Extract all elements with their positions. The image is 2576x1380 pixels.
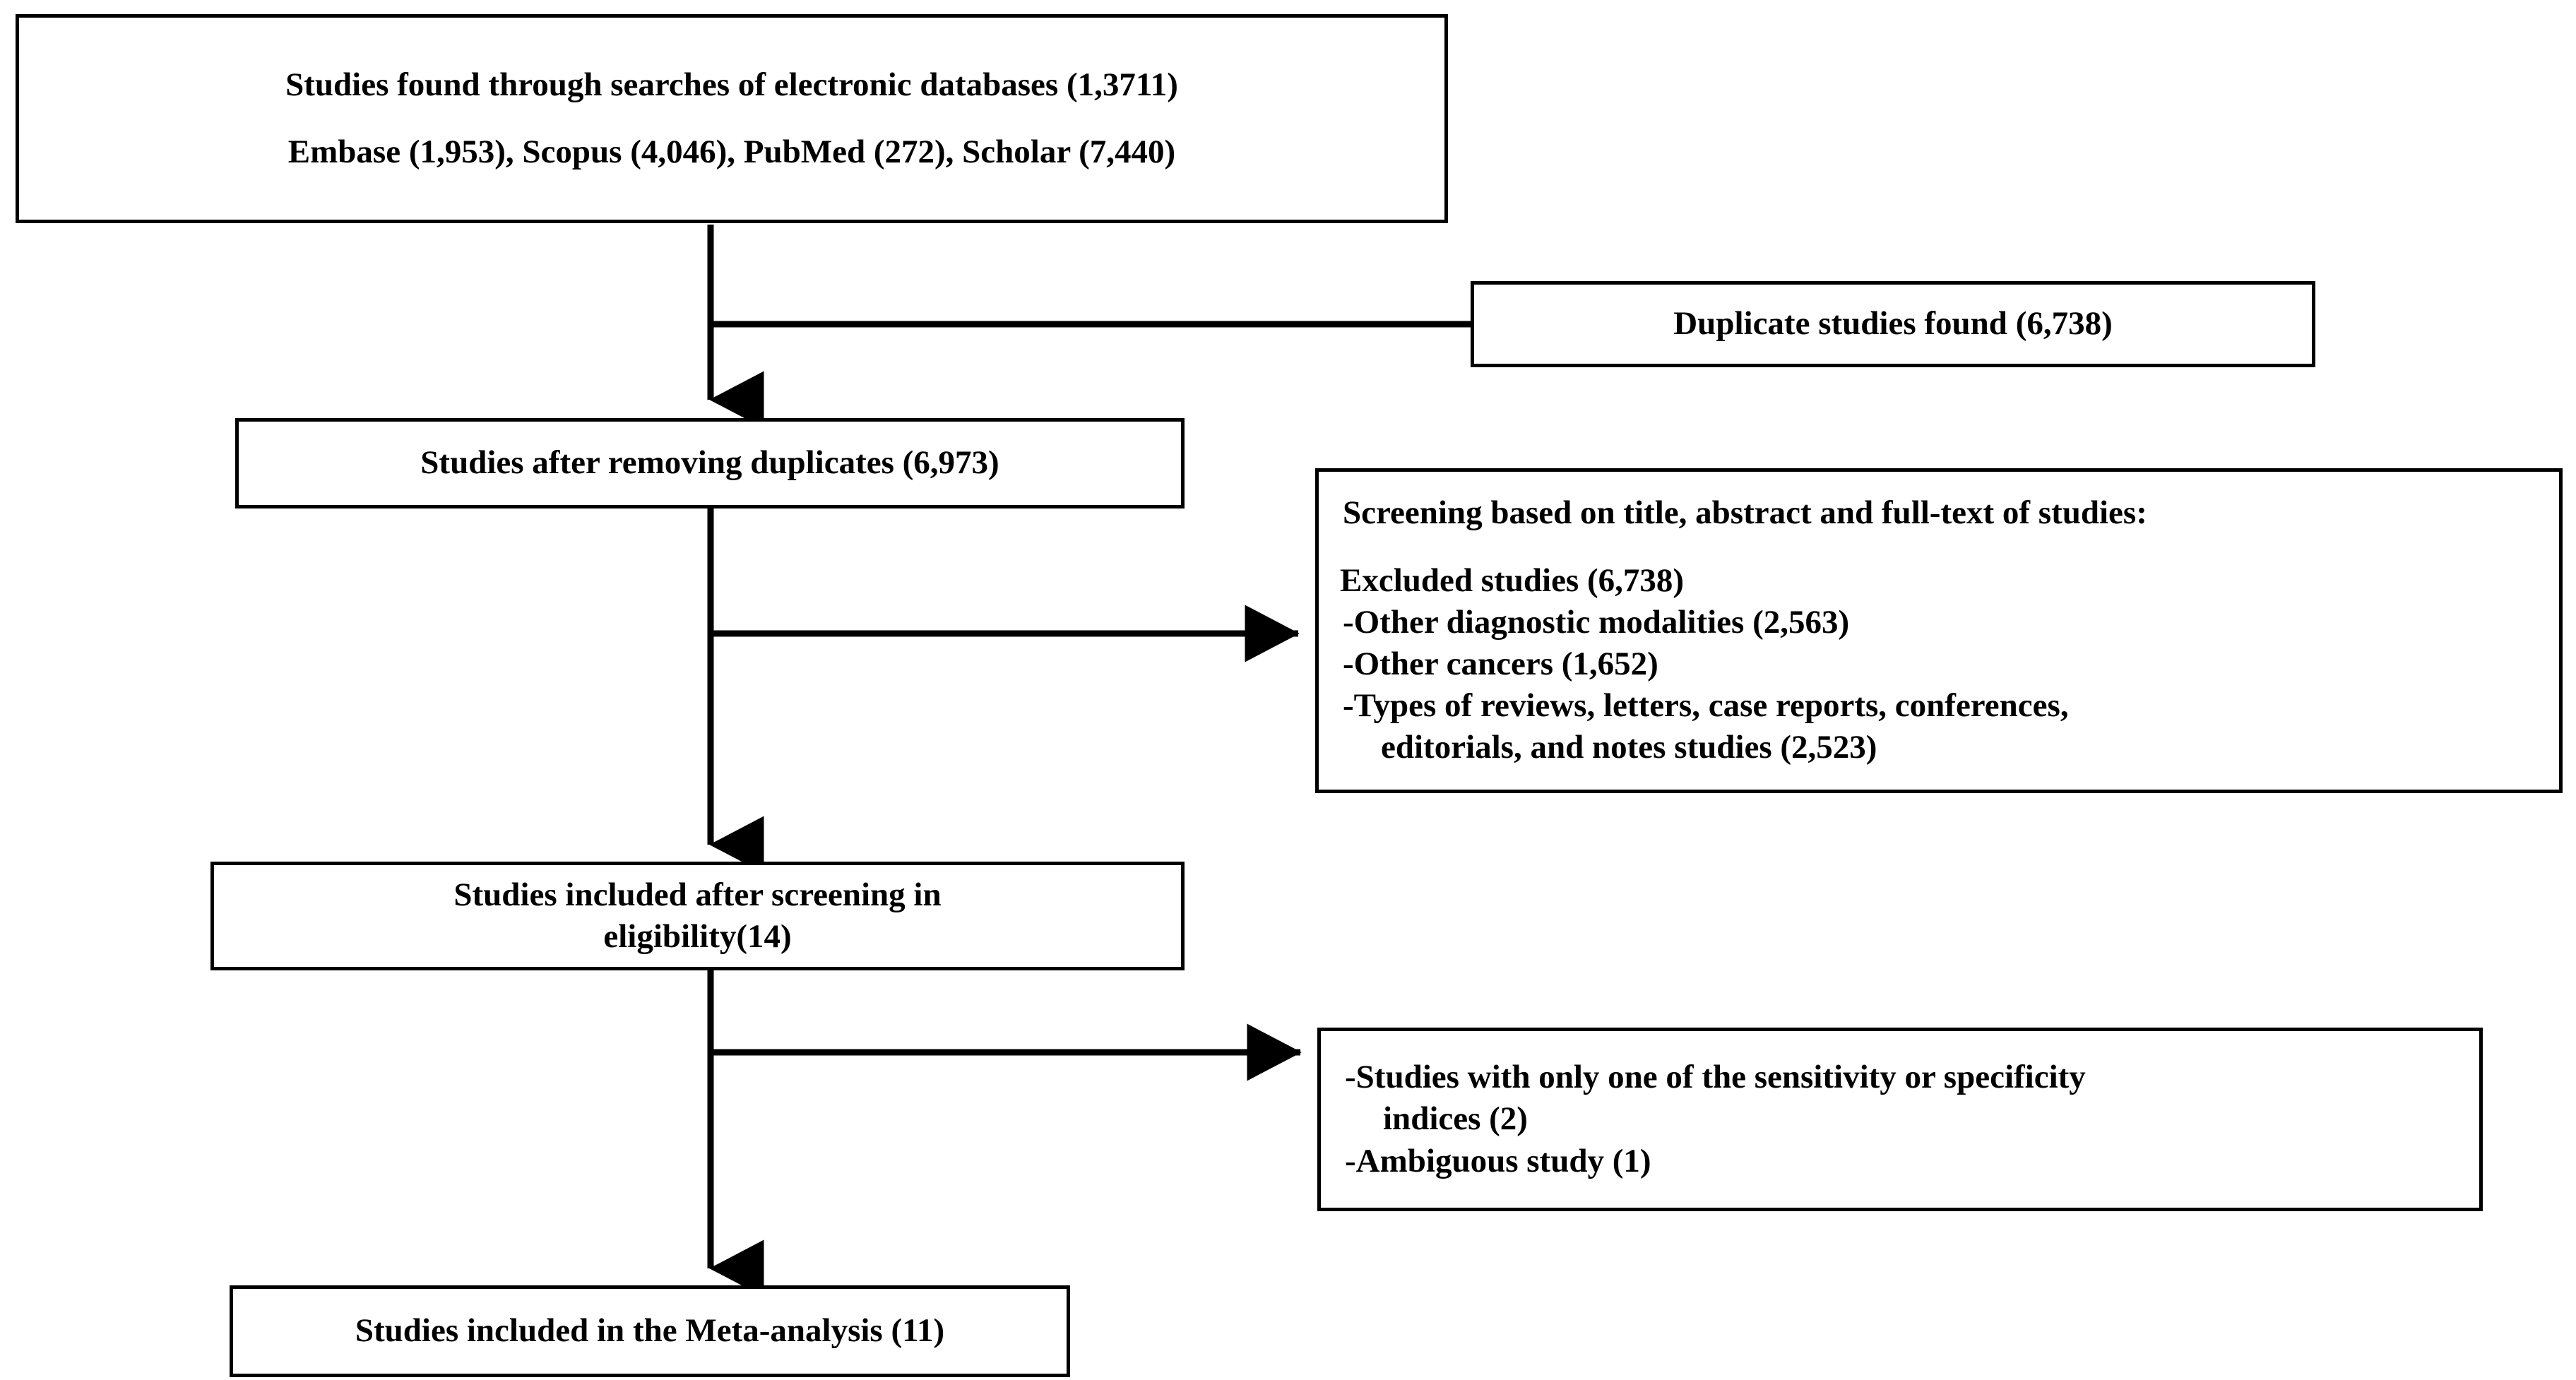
- meta-analysis-label: Studies included in the Meta-analysis (1…: [355, 1312, 945, 1350]
- studies-found-box: Studies found through searches of electr…: [16, 14, 1448, 223]
- line-gap: [1319, 535, 2559, 560]
- studies-after-removing-duplicates-label: Studies after removing duplicates (6,973…: [420, 444, 999, 482]
- exclusion-reason-indices-line-1: -Studies with only one of the sensitivit…: [1345, 1059, 2086, 1096]
- eligibility-line-2: eligibility(14): [603, 918, 792, 955]
- screening-reason-other-cancers: -Other cancers (1,652): [1343, 646, 1658, 682]
- studies-included-eligibility-box: Studies included after screening in elig…: [210, 862, 1185, 970]
- screening-reason-other-modalities: -Other diagnostic modalities (2,563): [1343, 603, 1850, 641]
- duplicate-studies-box: Duplicate studies found (6,738): [1471, 281, 2315, 367]
- studies-found-line-2: Embase (1,953), Scopus (4,046), PubMed (…: [287, 133, 1176, 170]
- studies-found-line-1: Studies found through searches of electr…: [285, 66, 1178, 103]
- eligibility-line-1: Studies included after screening in: [453, 876, 942, 913]
- studies-after-removing-duplicates-box: Studies after removing duplicates (6,973…: [235, 418, 1185, 508]
- screening-reason-types-line-2: editorials, and notes studies (2,523): [1381, 729, 1877, 766]
- screening-heading: Screening based on title, abstract and f…: [1343, 494, 2147, 532]
- screening-exclusions-box: Screening based on title, abstract and f…: [1315, 468, 2563, 793]
- studies-included-meta-analysis-box: Studies included in the Meta-analysis (1…: [230, 1285, 1070, 1377]
- eligibility-exclusions-box: -Studies with only one of the sensitivit…: [1317, 1028, 2483, 1211]
- screening-excluded-total: Excluded studies (6,738): [1340, 561, 1685, 599]
- exclusion-reason-ambiguous: -Ambiguous study (1): [1345, 1142, 1651, 1179]
- line-gap: [19, 106, 1444, 131]
- exclusion-reason-indices-line-2: indices (2): [1383, 1100, 1528, 1138]
- duplicate-studies-label: Duplicate studies found (6,738): [1673, 305, 2113, 343]
- screening-reason-types-line-1: -Types of reviews, letters, case reports…: [1343, 687, 2069, 725]
